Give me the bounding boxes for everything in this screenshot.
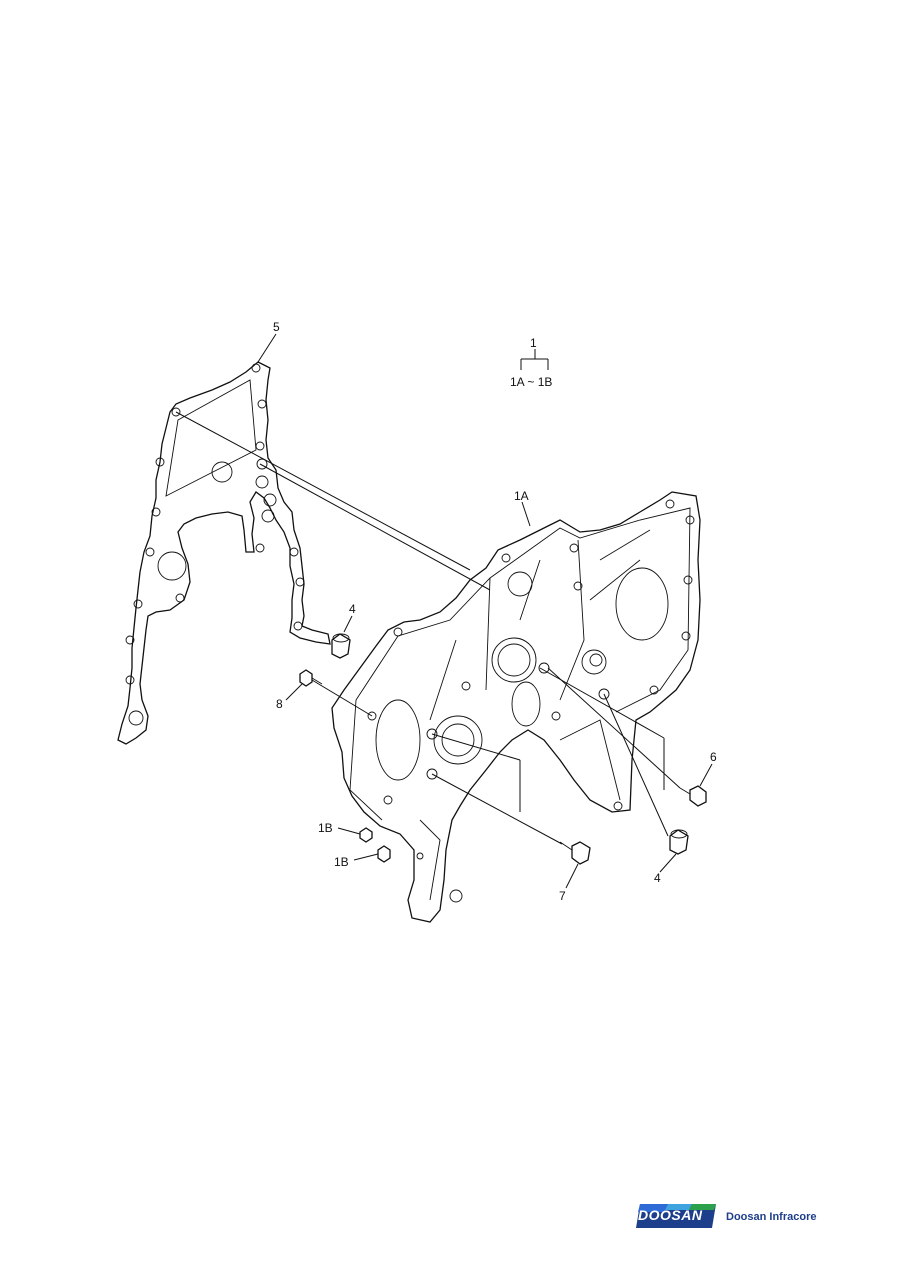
- gear-case-cover-part: [331, 491, 701, 923]
- doosan-logo-text: DOOSAN: [638, 1207, 703, 1223]
- callout-bolt-6: 6: [710, 750, 717, 764]
- callout-bolt-8: 8: [276, 697, 283, 711]
- brand-name: Doosan Infracore: [726, 1211, 817, 1223]
- gasket-part: [117, 361, 331, 745]
- leader-lines: [257, 333, 713, 889]
- dowel-pin-upper: [331, 633, 351, 659]
- callout-gasket: 5: [273, 320, 280, 334]
- callout-dowel-lower: 4: [654, 871, 661, 885]
- doosan-logo-mark: [636, 1204, 716, 1228]
- assembly-lines: [175, 411, 681, 845]
- callout-dowel-upper: 4: [349, 602, 356, 616]
- callout-bolt-7: 7: [559, 889, 566, 903]
- callout-plug-lower: 1B: [334, 855, 349, 869]
- dowel-pin-lower: [669, 829, 689, 855]
- callout-plug-upper: 1B: [318, 821, 333, 835]
- logo-shape-cyan: [665, 1204, 692, 1210]
- bolt-8: [299, 669, 323, 687]
- callout-gear-case: 1A: [514, 489, 529, 503]
- callout-assembly-range: 1A ~ 1B: [510, 375, 552, 389]
- logo-shape-blue: [638, 1204, 668, 1212]
- plug-1b-upper: [359, 827, 373, 843]
- callout-assembly: 1: [530, 336, 537, 350]
- brand-logo: DOOSAN Doosan Infracore: [634, 1200, 824, 1236]
- plug-1b-lower: [377, 845, 391, 863]
- bolt-7: [559, 841, 591, 865]
- logo-shape-green: [689, 1204, 716, 1210]
- bolt-6: [679, 785, 707, 807]
- assembly-bracket: [520, 349, 549, 370]
